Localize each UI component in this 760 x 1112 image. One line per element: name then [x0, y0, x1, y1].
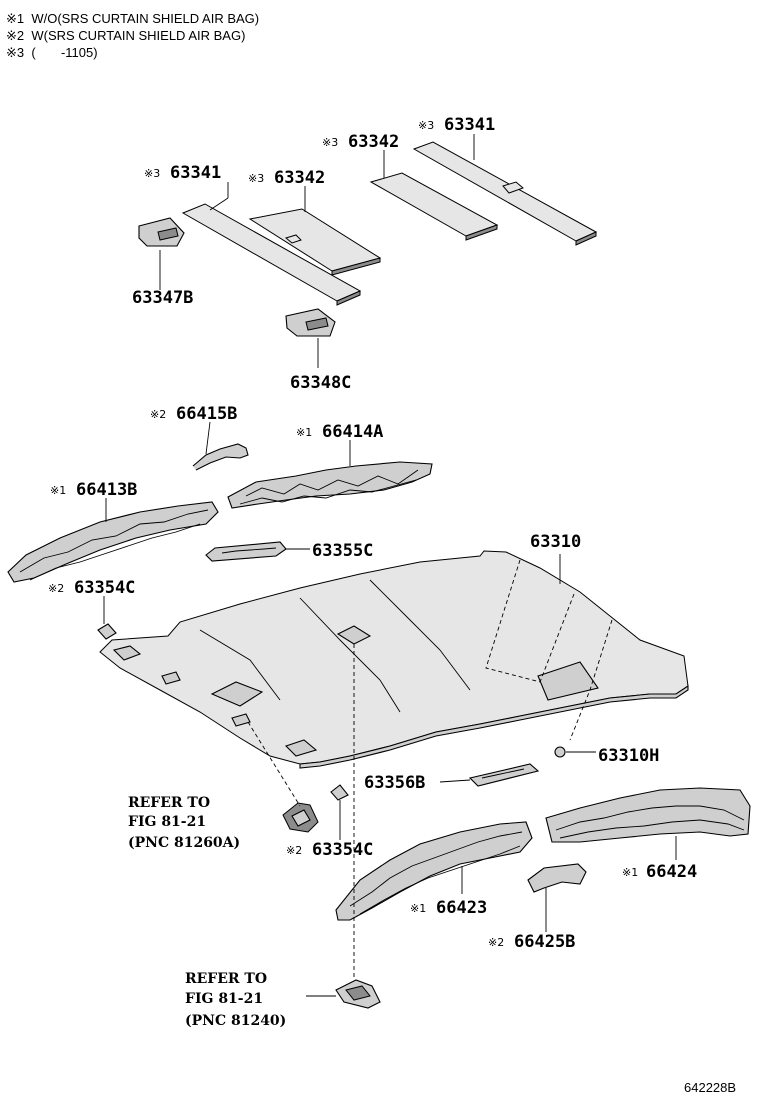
ref-line: FIG 81-21 [128, 814, 206, 830]
pad-63342-front[interactable] [248, 208, 382, 276]
cover-63354C-upper[interactable] [97, 623, 117, 640]
note-mark: ※1 [622, 866, 638, 879]
label-63347B[interactable]: 63347B [132, 288, 193, 308]
note-mark: ※3 [418, 119, 434, 132]
label-63341-rear[interactable]: 63341 [444, 115, 495, 135]
legend-note-1: ※1 W/O(SRS CURTAIN SHIELD AIR BAG) [6, 11, 260, 26]
label-63341-front[interactable]: 63341 [170, 163, 221, 183]
dome-light-81260A[interactable] [282, 802, 319, 833]
rail-66423[interactable] [335, 821, 533, 921]
bracket-66415B[interactable] [192, 443, 249, 471]
legend-note-2: ※2 W(SRS CURTAIN SHIELD AIR BAG) [6, 28, 246, 43]
label-63354C-upper[interactable]: 63354C [74, 578, 135, 598]
label-66413B[interactable]: 66413B [76, 480, 137, 500]
reference-note-81260A: REFER TO FIG 81-21 (PNC 81260A) [128, 795, 240, 851]
label-63310H[interactable]: 63310H [598, 746, 659, 766]
note-mark: ※3 [144, 167, 160, 180]
reference-note-81240: REFER TO FIG 81-21 (PNC 81240) [185, 971, 286, 1029]
bracket-63348C[interactable] [285, 308, 336, 337]
ref-line: REFER TO [185, 971, 267, 987]
label-63355C[interactable]: 63355C [312, 541, 373, 561]
label-66414A[interactable]: 66414A [322, 422, 383, 442]
clip-63310H[interactable] [554, 746, 566, 758]
pad-63342-rear[interactable] [369, 172, 499, 241]
label-66415B[interactable]: 66415B [176, 404, 237, 424]
pad-63341-rear[interactable] [412, 141, 598, 246]
label-66423[interactable]: 66423 [436, 898, 487, 918]
note-mark: ※1 [296, 426, 312, 439]
map-lamp-81240[interactable] [335, 979, 381, 1009]
ref-line: REFER TO [128, 795, 210, 811]
cover-63354C-lower[interactable] [330, 784, 349, 801]
note-mark: ※1 [50, 484, 66, 497]
legend-note-3: ※3 ( -1105) [6, 45, 98, 60]
note-mark: ※2 [286, 844, 302, 857]
rail-66414A[interactable] [227, 461, 433, 509]
label-66424[interactable]: 66424 [646, 862, 697, 882]
label-63310[interactable]: 63310 [530, 532, 581, 552]
label-63356B[interactable]: 63356B [364, 773, 425, 793]
rail-66424[interactable] [545, 787, 751, 843]
note-mark: ※2 [488, 936, 504, 949]
legend: ※1 W/O(SRS CURTAIN SHIELD AIR BAG) ※2 W(… [6, 10, 259, 61]
note-mark: ※3 [322, 136, 338, 149]
note-mark: ※2 [150, 408, 166, 421]
label-63354C-lower[interactable]: 63354C [312, 840, 373, 860]
rail-66413B[interactable] [7, 501, 219, 583]
ref-line[interactable]: (PNC 81260A) [128, 835, 240, 851]
pad-63341-front[interactable] [181, 203, 362, 306]
note-mark: ※3 [248, 172, 264, 185]
bracket-63355C[interactable] [205, 541, 287, 562]
leader-lines [103, 134, 677, 997]
label-63342-front[interactable]: 63342 [274, 168, 325, 188]
label-63348C[interactable]: 63348C [290, 373, 351, 393]
note-mark: ※2 [48, 582, 64, 595]
bracket-63347B[interactable] [138, 217, 185, 247]
label-63342-rear[interactable]: 63342 [348, 132, 399, 152]
bracket-63356B[interactable] [468, 763, 540, 787]
ref-line: FIG 81-21 [185, 991, 263, 1007]
bracket-66425B[interactable] [527, 863, 587, 893]
part-labels: ※3 63341 ※3 63342 ※3 63342 ※3 63341 6334… [48, 115, 697, 952]
figure-code: 642228B [684, 1080, 736, 1095]
label-66425B[interactable]: 66425B [514, 932, 575, 952]
ref-line[interactable]: (PNC 81240) [185, 1013, 286, 1029]
headliner-63310[interactable] [99, 550, 689, 769]
note-mark: ※1 [410, 902, 426, 915]
